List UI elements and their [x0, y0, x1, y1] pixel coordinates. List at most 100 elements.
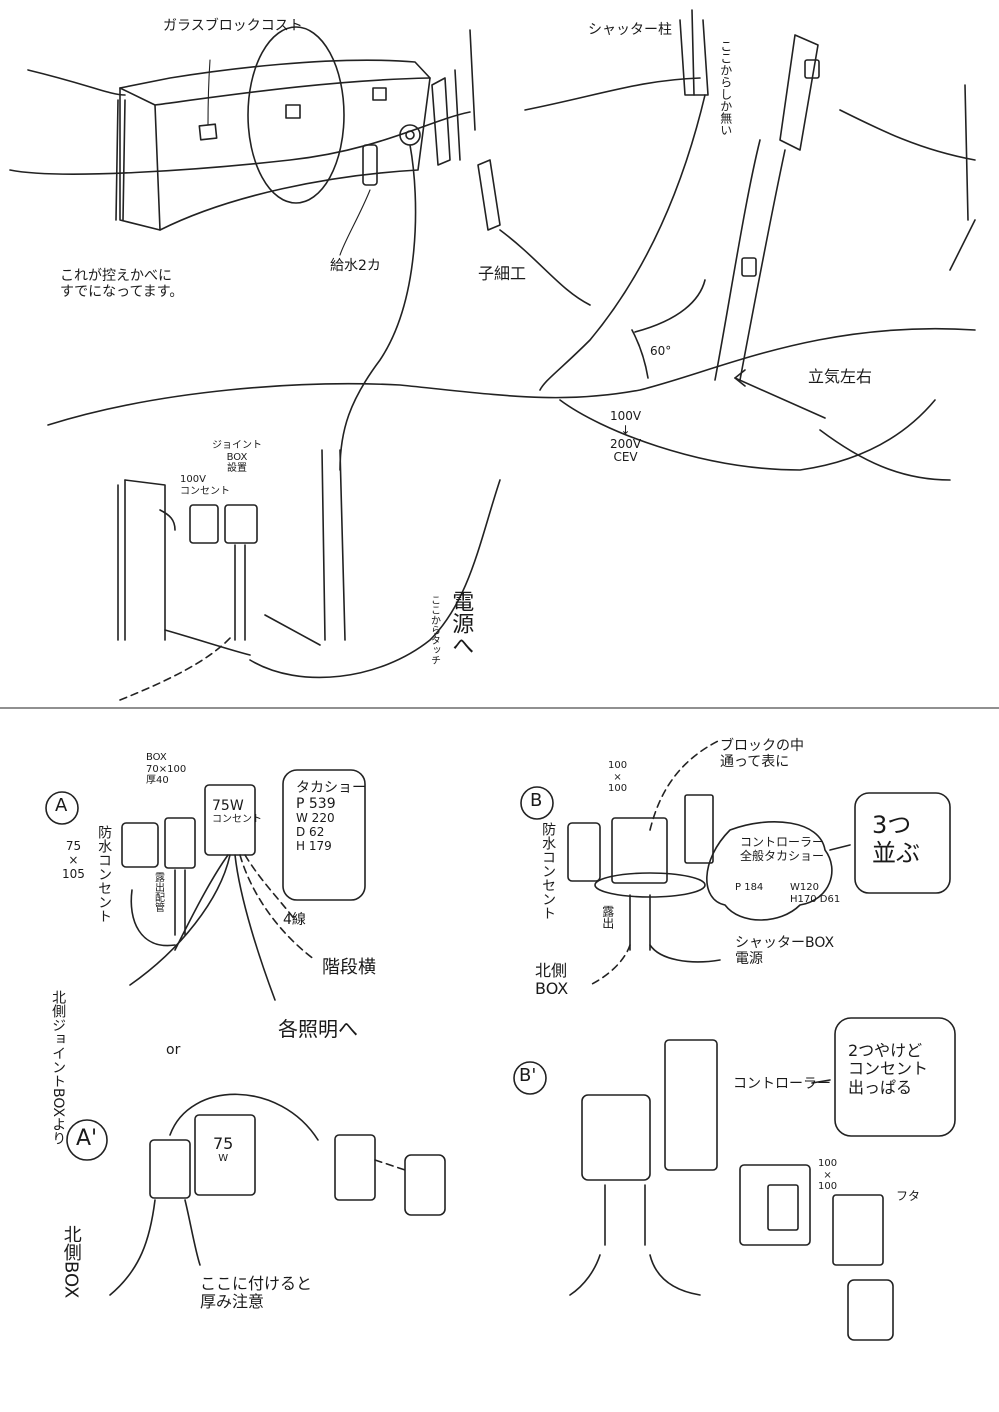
tajima-spec: タカショー P 539 W 220 D 62 H 179 — [296, 780, 366, 853]
exposed-pipe-a: 露出配管 — [152, 872, 164, 912]
angle-line — [634, 279, 706, 333]
faucet-valve-inner — [405, 130, 415, 140]
glass-block — [372, 87, 387, 101]
controller-spec-2: W120 H170 D61 — [790, 882, 841, 905]
stairs-label: 階段横 — [322, 957, 376, 978]
joint-box-label: ジョイント BOX 設置 — [212, 440, 262, 474]
hinge-note: ここからしか無い — [718, 40, 733, 136]
exposed-b: 露出 — [600, 905, 615, 929]
arc-arrow — [169, 1093, 319, 1141]
block-note: ブロックの中 通って表に — [720, 738, 804, 771]
outlet-b — [567, 822, 601, 882]
conduit-a-prime — [109, 1199, 156, 1296]
controller-spec: P 184 — [735, 882, 764, 893]
marker-b-prime: B' — [519, 1065, 537, 1086]
or-label: or — [166, 1042, 181, 1058]
box-a-prime-right — [334, 1134, 376, 1201]
handrail — [115, 99, 119, 221]
post-line — [714, 139, 761, 381]
wire-bundle — [129, 854, 231, 986]
outlet-label-b: 防水コンセント — [540, 822, 557, 920]
wire-bundle — [244, 854, 296, 921]
line-b — [649, 944, 721, 963]
ground-curve — [559, 399, 936, 471]
water-supply-label: 給水2カ — [330, 258, 381, 274]
each-light-label: 各照明へ — [278, 1017, 358, 1041]
wall-vertical — [339, 449, 346, 641]
lattice-line — [499, 229, 591, 306]
gate-post — [431, 77, 451, 166]
box-b-prime-detail-inner — [767, 1184, 799, 1231]
marker-circle-a — [45, 791, 79, 825]
shutter-post-label: シャッター柱 — [588, 22, 672, 38]
thickness-note: ここに付けると 厚み注意 — [200, 1274, 313, 1312]
lattice-label: 子細工 — [478, 264, 527, 283]
b-prime-dim: 100 × 100 — [818, 1158, 838, 1192]
faucet-valve — [399, 124, 421, 146]
wall-line — [27, 69, 126, 96]
faucet-small — [159, 509, 176, 531]
outlet-b-prime — [581, 1094, 651, 1181]
circle-mark — [247, 26, 345, 204]
glass-block-cost-label: ガラスブロックコスト — [163, 18, 303, 34]
base-b — [594, 872, 706, 898]
arrow-b — [829, 844, 851, 851]
distance-label: 立気左右 — [808, 367, 873, 386]
power-supply-sub: ここからタッチ — [428, 595, 440, 665]
controller-b-prime — [664, 1039, 718, 1171]
shutter-line — [539, 94, 706, 391]
arrow-line — [207, 59, 211, 126]
shutter-post-line — [691, 9, 695, 96]
plug-a — [130, 889, 176, 947]
right-wall — [964, 84, 969, 221]
handrail-note: これが控えかべに すでになってます。 — [60, 268, 184, 301]
outlet-b-prime-detail — [847, 1279, 894, 1341]
outlet-a — [121, 822, 159, 868]
breaker-a-label: 75W コンセント — [212, 798, 262, 826]
outlet-a-prime — [149, 1139, 191, 1199]
block-wall-top — [119, 77, 431, 106]
right-post — [779, 34, 819, 151]
glass-block — [285, 104, 301, 119]
note-box-b-prime — [834, 1017, 956, 1137]
outlet-100v-label: 100V コンセント — [180, 474, 230, 497]
shutter-post — [679, 19, 709, 96]
post-b — [684, 794, 714, 864]
right-wall — [949, 219, 976, 271]
ground-line — [839, 109, 976, 161]
pipe-line — [339, 144, 417, 471]
wire-bundle — [239, 854, 316, 961]
marker-circle-b — [520, 786, 554, 820]
dash-b — [649, 739, 721, 831]
power-supply-label: 電源へ — [448, 590, 474, 656]
ground-line — [524, 77, 701, 111]
three-row-box — [854, 792, 951, 894]
marker-circle-a-prime — [66, 1119, 108, 1161]
block-wall — [119, 59, 431, 231]
gate-post — [454, 69, 461, 161]
angle-label: 60° — [650, 344, 672, 358]
handrail — [122, 99, 126, 221]
arc-b-prime — [649, 1254, 701, 1296]
dash-line — [119, 635, 233, 701]
outlet-a-prime-right — [404, 1154, 446, 1216]
ground-curve — [819, 429, 951, 481]
box-b — [611, 817, 668, 884]
wire-bundle — [234, 854, 276, 1001]
ground-line-2 — [164, 629, 251, 656]
block-wall-edge — [154, 104, 161, 231]
post-line — [739, 149, 786, 381]
joint-box — [224, 504, 258, 544]
marker-circle-b-prime — [513, 1061, 547, 1095]
dim-arrow — [734, 377, 826, 419]
wire-bundle — [174, 854, 229, 951]
trench — [249, 479, 501, 679]
b-dim: 100 × 100 — [608, 760, 628, 794]
outlet-label-a: 防水コンセント — [96, 825, 113, 923]
b-prime-note: 2つやけど コンセント 出っぱる — [848, 1041, 929, 1097]
box-a — [164, 817, 196, 869]
ground-line — [47, 327, 976, 426]
leader-line — [339, 189, 371, 256]
